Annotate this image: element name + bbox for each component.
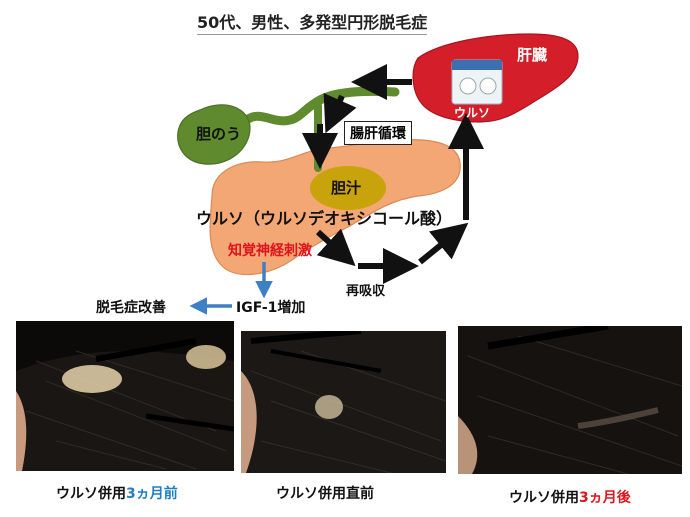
scalp-photo-after [458, 326, 682, 474]
improvement-label: 脱毛症改善 [96, 300, 166, 316]
caption-highlight: 3ヵ月前 [126, 486, 178, 502]
bile-pool [310, 166, 386, 210]
scalp-photo-before [16, 321, 234, 471]
caption-prefix: ウルソ併用 [509, 490, 579, 506]
caption-3-months-after: ウルソ併用3ヵ月後 [509, 487, 631, 507]
urso-full-label: ウルソ（ウルソデオキシコール酸） [196, 209, 453, 228]
gallbladder-shape [177, 104, 251, 165]
liver-label: 肝臓 [517, 46, 548, 64]
enterohepatic-box: 腸肝循環 [344, 121, 412, 145]
urso-tablet-label: ウルソ [454, 106, 491, 120]
caption-3-months-before: ウルソ併用3ヵ月前 [56, 483, 178, 503]
anatomy-diagram [177, 33, 579, 315]
scalp-photo-just-before [241, 331, 446, 473]
arrow-duct-down-upper [323, 92, 357, 134]
page-title: 50代、男性、多発型円形脱毛症 [197, 9, 428, 35]
caption-highlight: 3ヵ月後 [579, 490, 631, 506]
arrow-reabsorb-up [418, 222, 469, 265]
gallbladder-label: 胆のう [196, 125, 242, 143]
caption-just-before: ウルソ併用直前 [276, 486, 374, 502]
urso-tablet-pack [451, 59, 503, 105]
sensory-nerve-label: 知覚神経刺激 [228, 243, 312, 259]
reabsorption-label: 再吸収 [346, 284, 386, 299]
bile-duct [217, 86, 400, 126]
arrow-to-reabsorb [315, 228, 356, 267]
caption-prefix: ウルソ併用 [56, 486, 126, 502]
bile-label: 胆汁 [331, 179, 362, 197]
igf-label: IGF-1増加 [236, 300, 306, 316]
